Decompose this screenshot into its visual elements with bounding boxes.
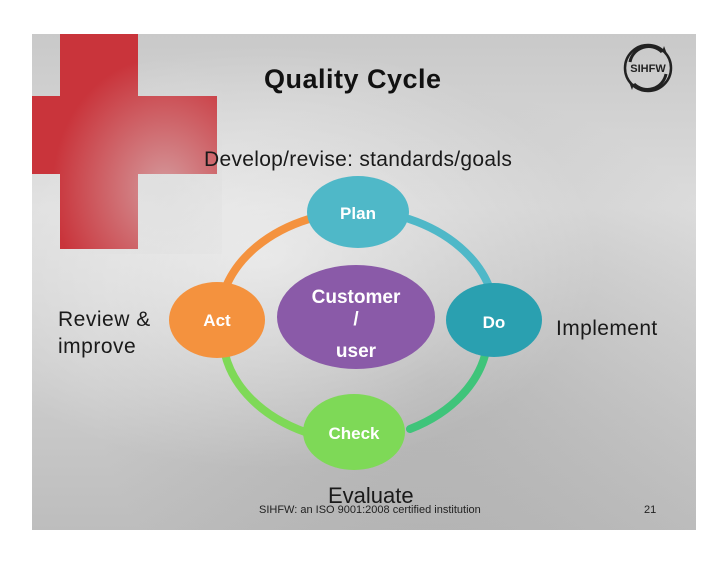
slide-title: Quality Cycle <box>264 64 442 94</box>
page-number: 21 <box>644 504 657 516</box>
plan-label: Plan <box>340 204 376 223</box>
center-node <box>277 265 435 369</box>
footer-text: SIHFW: an ISO 9001:2008 certified instit… <box>259 504 481 516</box>
arc-check-act <box>221 350 309 436</box>
center-line-2: / <box>353 309 359 330</box>
center-line-1: Customer <box>312 287 401 308</box>
do-node <box>446 283 542 357</box>
act-annotation-line-2: improve <box>58 335 137 358</box>
check-label: Check <box>328 424 380 443</box>
act-node <box>169 282 265 358</box>
do-label: Do <box>483 313 506 332</box>
check-annotation: Evaluate <box>328 483 414 508</box>
act-label: Act <box>203 311 231 330</box>
center-line-3: user <box>336 341 377 362</box>
sihfw-logo: SIHFW <box>623 43 673 93</box>
arc-act-plan <box>221 215 313 293</box>
do-annotation: Implement <box>556 317 658 340</box>
plan-node <box>307 176 409 248</box>
red-cross-shade <box>32 34 222 254</box>
arc-plan-do <box>405 215 494 293</box>
arc-do-check <box>406 342 491 433</box>
plan-annotation: Develop/revise: standards/goals <box>204 148 513 171</box>
logo-text: SIHFW <box>630 63 666 75</box>
quality-cycle-diagram: Customer / user Plan Do Check Act <box>169 176 542 470</box>
check-node <box>303 394 405 470</box>
act-annotation-line-1: Review & <box>58 308 151 331</box>
slide: Quality Cycle SIHFW Develop/revise: stan… <box>32 34 696 530</box>
act-annotation: Review & improve <box>58 306 151 360</box>
